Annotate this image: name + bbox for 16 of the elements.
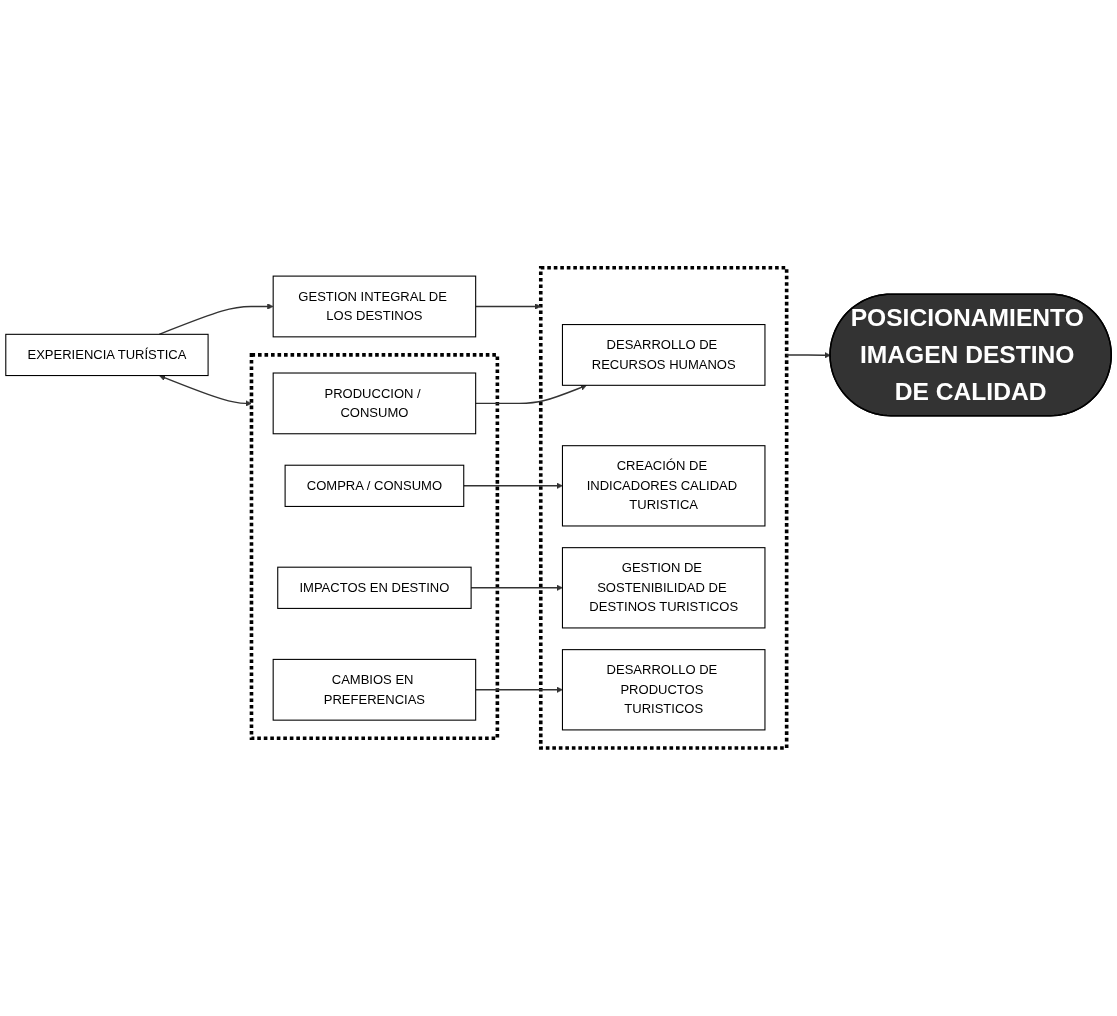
cluster bbox=[538, 266, 789, 750]
arrow bbox=[159, 374, 252, 407]
arrow bbox=[463, 482, 563, 490]
cluster bbox=[249, 353, 500, 741]
node-box: IMPACTOS EN DESTINO bbox=[277, 566, 472, 610]
node-box: COMPRA / CONSUMO bbox=[284, 464, 465, 508]
node-box: GESTION DE SOSTENIBILIDAD DE DESTINOS TURISTICOS bbox=[561, 547, 766, 629]
node-box: GESTION INTEGRAL DE LOS DESTINOS bbox=[272, 275, 477, 338]
node-box: DESARROLLO DE RECURSOS HUMANOS bbox=[561, 324, 766, 386]
arrow bbox=[785, 352, 831, 359]
node-box: CAMBIOS EN PREFERENCIAS bbox=[272, 658, 477, 721]
node-box: PRODUCCION / CONSUMO bbox=[272, 372, 477, 435]
arrow bbox=[158, 303, 274, 336]
node-box: EXPERIENCIA TURÍSTICA bbox=[5, 333, 209, 377]
node-box: CREACIÓN DE INDICADORES CALIDAD TURISTICA bbox=[561, 445, 766, 527]
node-box: DESARROLLO DE PRODUCTOS TURISTICOS bbox=[561, 649, 766, 731]
